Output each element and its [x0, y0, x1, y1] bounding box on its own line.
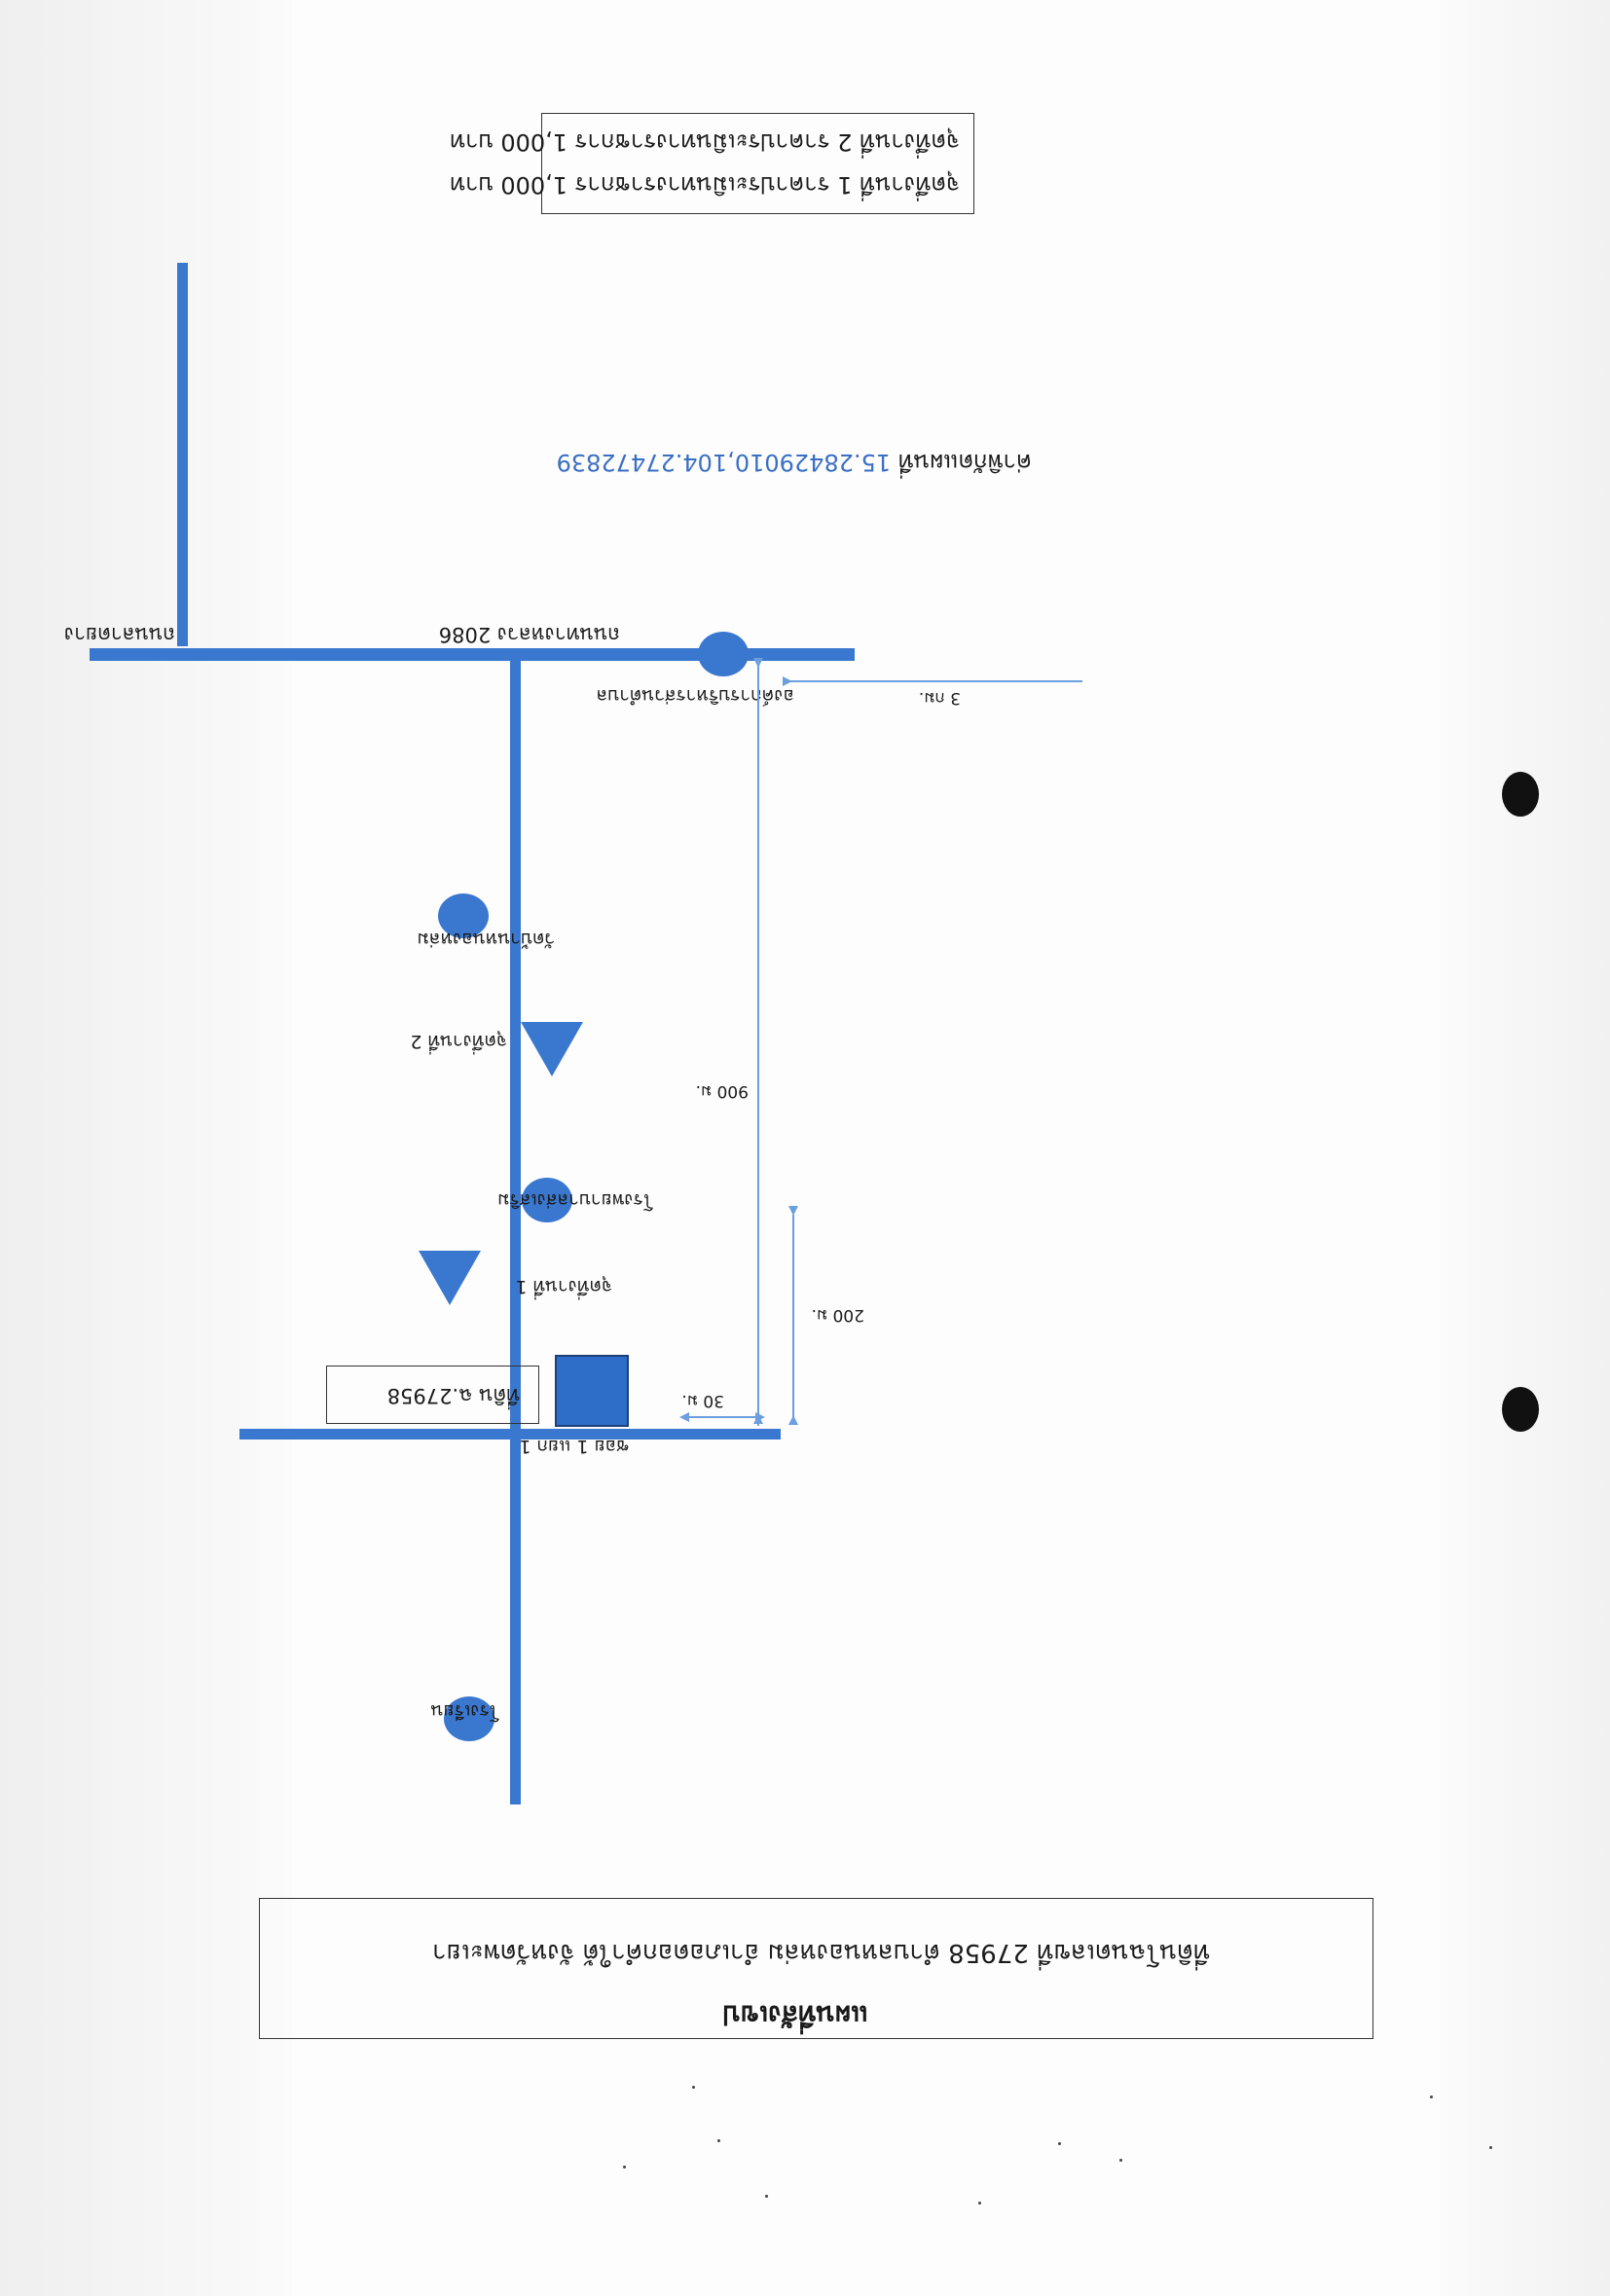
scan-speck — [765, 2195, 768, 2198]
binder-hole — [1502, 772, 1539, 817]
dimension-arrow — [679, 1412, 689, 1422]
scan-speck — [623, 2166, 626, 2168]
scan-speck — [1119, 2159, 1122, 2162]
dimension-900m-label: 900 ม. — [695, 1081, 749, 1101]
dimension-3km-line — [790, 680, 1082, 682]
plot-marker — [555, 1355, 629, 1427]
temple-label: วัดบ้านหนองหล่ม — [417, 929, 555, 950]
school-label: โรงเรียน — [430, 1700, 499, 1722]
hospital-label: โรงพยาบาลส่งเสริม — [496, 1189, 653, 1211]
dimension-900m-line — [757, 659, 759, 1426]
survey-point-1-marker — [419, 1251, 481, 1305]
branch-road-label: ถนนลาดยาง — [63, 623, 175, 646]
dimension-arrow — [753, 658, 763, 668]
dimension-arrow — [788, 1415, 798, 1425]
scan-speck — [1430, 2096, 1433, 2098]
dimension-30m-label: 30 ม. — [681, 1391, 724, 1410]
vertical-road-line — [510, 656, 521, 1804]
legend-line-1: จุดทึ่งานที่ 1 ราคาประเมินทางราชการ 1,00… — [450, 171, 960, 199]
dimension-arrow — [783, 676, 792, 686]
survey-point-1-label: จุดทึ่งานที่ 1 — [515, 1276, 612, 1297]
coordinates-label: ค่าพิกัดแผนที่ — [897, 449, 1032, 476]
survey-point-2-marker — [521, 1022, 583, 1076]
branch-road-line — [177, 263, 188, 646]
survey-point-2-label: จุดทึ่งานที่ 2 — [410, 1031, 507, 1052]
plot-label: ที่ดิน ฉ.27958 — [386, 1384, 520, 1407]
scan-speck — [1058, 2142, 1061, 2145]
page-subtitle: ที่ดินโฉนดเลขที่ 27958 ตำบลหนองหล่ม อำเภ… — [431, 1938, 1210, 1967]
office-label: องค์การบริหารส่วนตำบล — [596, 685, 794, 707]
office-marker — [698, 632, 749, 676]
scan-right-shadow — [1441, 0, 1610, 2296]
page-title: แผนที่สังเขป — [722, 1999, 868, 2031]
main-road-label: ถนนทางหลวง 2086 — [438, 623, 620, 646]
coordinates-value: 15.28429010,104.27472839 — [556, 449, 892, 476]
soi-label: ซอย 1 แยก 1 — [519, 1436, 629, 1457]
dimension-30m-line — [681, 1416, 763, 1418]
dimension-arrow — [755, 1412, 765, 1422]
dimension-200m-label: 200 ม. — [811, 1305, 864, 1325]
legend-line-2: จุดทึ่งานที่ 2 ราคาประเมินทางราชการ 1,00… — [450, 128, 960, 156]
dimension-arrow — [788, 1206, 798, 1216]
binder-hole — [1502, 1387, 1539, 1432]
dimension-200m-line — [792, 1215, 794, 1425]
scan-speck — [1489, 2146, 1492, 2149]
soi-road-line — [239, 1429, 781, 1440]
scan-left-shadow — [0, 0, 292, 2296]
scan-speck — [978, 2202, 981, 2205]
scan-speck — [717, 2139, 720, 2142]
dimension-3km-label: 3 กม. — [918, 688, 961, 708]
scan-speck — [692, 2086, 695, 2089]
coordinates-line: ค่าพิกัดแผนที่ 15.28429010,104.27472839 — [556, 449, 1032, 476]
